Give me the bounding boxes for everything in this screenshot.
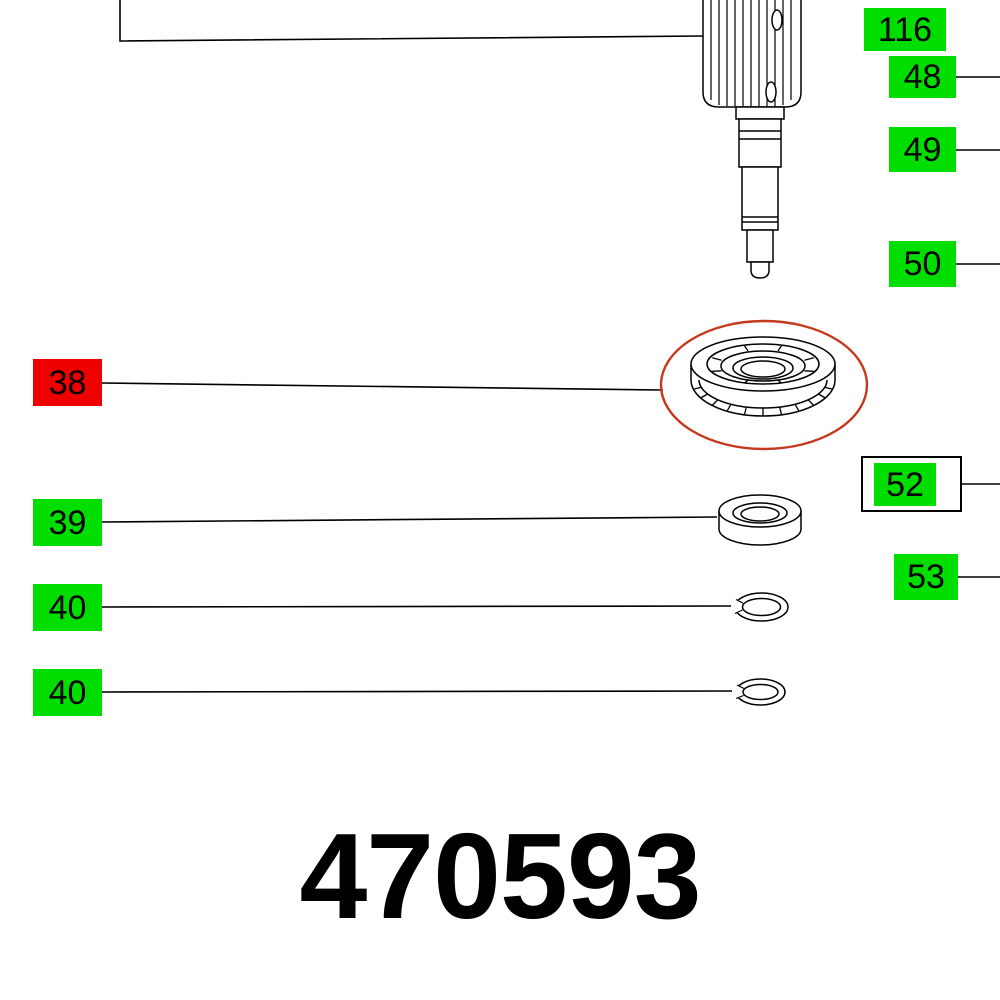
bearing-38-inner-ring [720, 350, 806, 382]
ring-40b-inner [742, 683, 779, 701]
part-label-53[interactable]: 53 [894, 554, 958, 600]
leader-lines [101, 0, 1000, 693]
armature-slot-upper [771, 9, 783, 31]
snap-ring-40b-drawing[interactable] [732, 678, 786, 706]
shaft-section-b [741, 166, 779, 231]
part-label-50[interactable]: 50 [889, 241, 956, 287]
bearing-38-teeth [693, 386, 833, 416]
snap-ring-40a-drawing[interactable] [731, 592, 789, 622]
leader-line-40b [101, 690, 736, 693]
part-label-48[interactable]: 48 [889, 56, 956, 98]
part-label-40-first[interactable]: 40 [33, 584, 102, 631]
part-label-52-outline-box [861, 456, 962, 512]
leader-line-top [119, 0, 704, 42]
shaft-section-c [746, 229, 774, 263]
selection-highlight-ellipse [659, 319, 869, 451]
part-label-49[interactable]: 49 [889, 127, 956, 172]
armature-body [702, 0, 802, 108]
ring-40a-gap [731, 600, 741, 613]
shaft-section-a [738, 118, 782, 168]
bearing-39-drawing[interactable] [718, 494, 802, 546]
ring-40b-gap-ends [735, 684, 745, 700]
bearing-39-inner-ring [732, 502, 788, 524]
part-label-116[interactable]: 116 [864, 8, 946, 51]
leader-line-39 [101, 516, 718, 523]
bearing-38-drawing[interactable] [690, 336, 836, 417]
armature-shaft-drawing[interactable] [702, 0, 802, 279]
ring-40a-inner [741, 597, 782, 617]
leader-line-40a [101, 605, 734, 608]
part-label-40-second[interactable]: 40 [33, 669, 102, 716]
shaft-tip [750, 261, 770, 279]
bearing-39-bore [740, 506, 780, 522]
bearing-38-bore-inner [740, 360, 786, 378]
ring-40a-gap-ends [734, 598, 744, 615]
part-label-52[interactable]: 52 [874, 463, 936, 506]
part-label-38-selected[interactable]: 38 [33, 359, 102, 406]
bearing-38-cage-slots [712, 345, 814, 384]
part-label-39[interactable]: 39 [33, 499, 102, 546]
shaft-flange [735, 106, 785, 120]
ring-40b-gap [732, 686, 742, 698]
bearing-38-skirt-inner-edge [698, 379, 828, 409]
armature-ribs [710, 0, 792, 106]
part-number-text: 470593 [299, 808, 701, 944]
bearing-38-race-ring [706, 343, 820, 385]
armature-slot-lower [765, 81, 777, 103]
leader-line-38 [101, 382, 664, 391]
